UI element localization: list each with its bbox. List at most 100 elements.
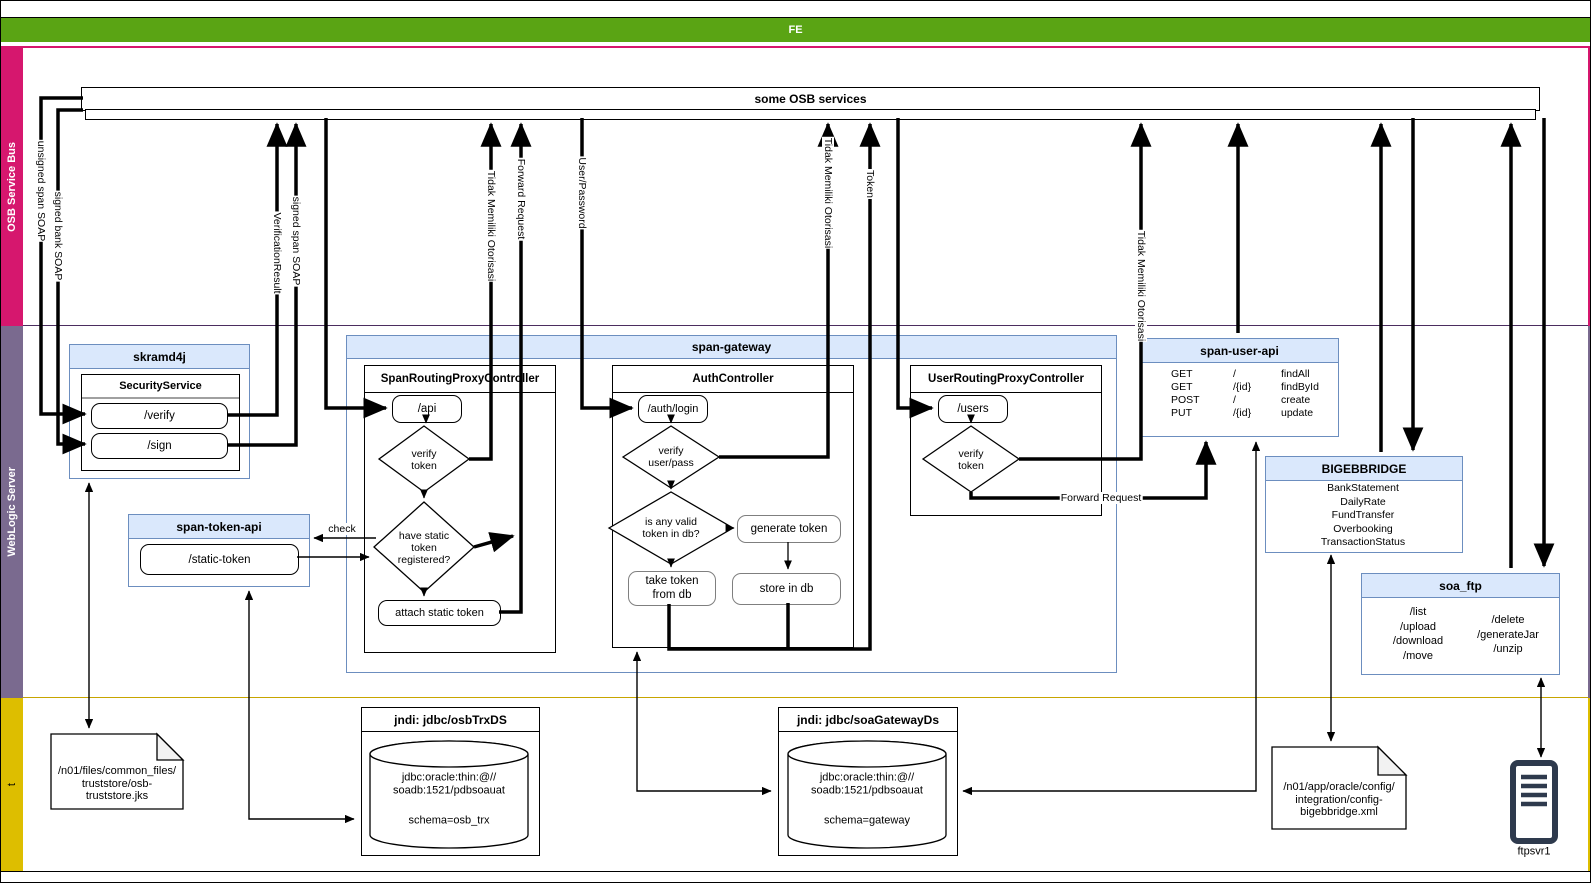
- route-method: GET: [1171, 381, 1193, 393]
- cylinder-soagatewayds: [787, 740, 947, 849]
- ftp-server-label: ftpsvr1: [1517, 845, 1551, 858]
- osb-services-bar-footer: [85, 109, 1536, 120]
- auth-d1-label: verify user/pass: [648, 444, 694, 469]
- bigebbridge-item: BankStatement: [1327, 482, 1399, 494]
- band-osb-service-bus: OSB Service Bus: [1, 48, 23, 326]
- edge-forward-request-up: [499, 122, 532, 614]
- bigebbridge-title: BIGEBBRIDGE: [1266, 457, 1462, 481]
- bigebbridge-config-path: /n01/app/oracle/config/ integration/conf…: [1283, 781, 1395, 819]
- endpoint-verify[interactable]: /verify: [91, 403, 228, 429]
- span-routing-d2-label: have static token registered?: [397, 529, 451, 567]
- label-tidak-1: Tidak Memiliki Otorisasi: [485, 169, 497, 283]
- label-signed-span-soap: signed span SOAP: [290, 195, 302, 287]
- route-op: create: [1281, 394, 1311, 406]
- user-routing-d1-label: verify token: [958, 447, 984, 472]
- db-osbtrxds-conn: jdbc:oracle:thin:@// soadb:1521/pdbsoaua…: [393, 771, 505, 796]
- route-path: /{id}: [1233, 407, 1252, 419]
- span-gateway-title: span-gateway: [347, 336, 1116, 359]
- db-osbtrxds-schema: schema=osb_trx: [408, 814, 490, 827]
- route-method: POST: [1171, 394, 1200, 406]
- edge-tokenapi-db: [244, 590, 355, 824]
- band-weblogic-server: WebLogic Server: [1, 326, 23, 698]
- user-routing-title: UserRoutingProxyController: [911, 366, 1101, 393]
- route-method: GET: [1171, 368, 1193, 380]
- band-bottom: t: [1, 698, 23, 871]
- edge-userapi-db: [962, 441, 1261, 796]
- span-routing-title: SpanRoutingProxyController: [365, 366, 555, 393]
- right-edge-weblogic: [1588, 326, 1590, 698]
- edge-static-token-yes: [473, 532, 515, 553]
- bigebbridge-item: TransactionStatus: [1320, 536, 1406, 548]
- ftp-server-icon: [1510, 760, 1558, 844]
- soa-ftp-title: soa_ftp: [1362, 574, 1559, 598]
- bigebbridge-item: DailyRate: [1340, 495, 1386, 508]
- action-generate-token[interactable]: generate token: [737, 515, 841, 543]
- action-take-token-from-db[interactable]: take token from db: [628, 571, 716, 606]
- label-unsigned-span-soap: unsigned span SOAP: [35, 139, 47, 243]
- span-user-api-container[interactable]: span-user-api: [1140, 338, 1339, 437]
- route-path: /: [1233, 368, 1236, 380]
- auth-controller-title: AuthController: [613, 366, 853, 393]
- osb-services-bar[interactable]: some OSB services: [81, 87, 1540, 111]
- label-tidak-3: Tidak Memiliki Otorisasi: [1135, 229, 1147, 343]
- span-routing-d1-label: verify token: [411, 447, 437, 472]
- label-verification-result: VerificationResult: [271, 211, 283, 295]
- right-edge-bottom: [1588, 698, 1590, 871]
- label-signed-bank-soap: signed bank SOAP: [52, 190, 64, 282]
- span-user-api-routes: GET / findAll GET /{id} findById POST / create…: [1171, 368, 1361, 420]
- soa-ftp-col2: /delete /generateJar /unzip: [1477, 614, 1539, 655]
- separator-weblogic: [23, 325, 1590, 326]
- fe-bar: FE: [1, 18, 1590, 42]
- edge-token: [667, 122, 881, 651]
- bigebbridge-config-file-icon: [1271, 745, 1408, 830]
- db-soagatewayds-title: jndi: jdbc/soaGatewayDs: [779, 708, 957, 732]
- fe-label: FE: [788, 24, 803, 36]
- route-path: /: [1233, 394, 1236, 406]
- label-tidak-2: Tidak Memiliki Otorisasi: [822, 136, 834, 250]
- db-soagatewayds-schema: schema=gateway: [824, 814, 910, 827]
- bigebbridge-item: Overbooking: [1333, 522, 1393, 535]
- edge-auth-db: [632, 651, 772, 796]
- route-path: /{id}: [1233, 381, 1252, 393]
- osb-top-separator: [1, 46, 1590, 48]
- action-store-in-db[interactable]: store in db: [732, 573, 841, 605]
- edge-tidak-otorisasi-2: [719, 122, 839, 459]
- skramd4j-title: skramd4j: [70, 345, 249, 369]
- endpoint-sign[interactable]: /sign: [91, 433, 228, 459]
- label-check: check: [327, 523, 357, 535]
- route-op: findAll: [1281, 368, 1310, 380]
- label-forward-request-1: Forward Request: [515, 157, 527, 241]
- truststore-file-icon: [50, 732, 185, 810]
- top-strip: [1, 1, 1590, 18]
- osb-services-title: some OSB services: [754, 92, 867, 106]
- edge-unsigned-span-soap: [39, 96, 87, 425]
- soa-ftp-container[interactable]: soa_ftp: [1361, 573, 1560, 675]
- route-op: update: [1281, 407, 1314, 419]
- action-attach-static-token[interactable]: attach static token: [378, 600, 501, 626]
- edge-user-password: [580, 118, 634, 419]
- bigebbridge-container[interactable]: BIGEBBRIDGE: [1265, 456, 1463, 553]
- security-service-title: SecurityService: [82, 375, 239, 399]
- user-routing-proxy-controller[interactable]: UserRoutingProxyController: [910, 365, 1102, 516]
- label-user-password: User/Password: [576, 156, 588, 230]
- separator-bottom: [23, 697, 1590, 698]
- bigebbridge-items: BankStatement DailyRate FundTransfer Ove…: [1265, 482, 1461, 550]
- label-token: Token: [864, 168, 876, 200]
- span-token-api-title: span-token-api: [129, 515, 309, 539]
- edge-signed-span-soap: [227, 122, 307, 447]
- auth-d2-label: is any valid token in db?: [642, 515, 700, 540]
- db-osbtrxds-title: jndi: jdbc/osbTrxDS: [362, 708, 539, 732]
- truststore-file-path: /n01/files/common_files/ truststore/osb-…: [58, 765, 176, 803]
- route-method: PUT: [1171, 407, 1192, 419]
- bigebbridge-item: FundTransfer: [1331, 509, 1395, 521]
- edge-bar-to-users: [896, 118, 934, 419]
- endpoint-static-token[interactable]: /static-token: [140, 544, 299, 575]
- endpoint-auth-login[interactable]: /auth/login: [638, 395, 708, 423]
- span-user-api-title: span-user-api: [1141, 339, 1338, 363]
- cylinder-osbtrxds: [369, 740, 529, 849]
- route-op: findById: [1281, 381, 1319, 393]
- label-forward-request-2: Forward Request: [1059, 492, 1143, 504]
- bottom-border: [1, 871, 1590, 872]
